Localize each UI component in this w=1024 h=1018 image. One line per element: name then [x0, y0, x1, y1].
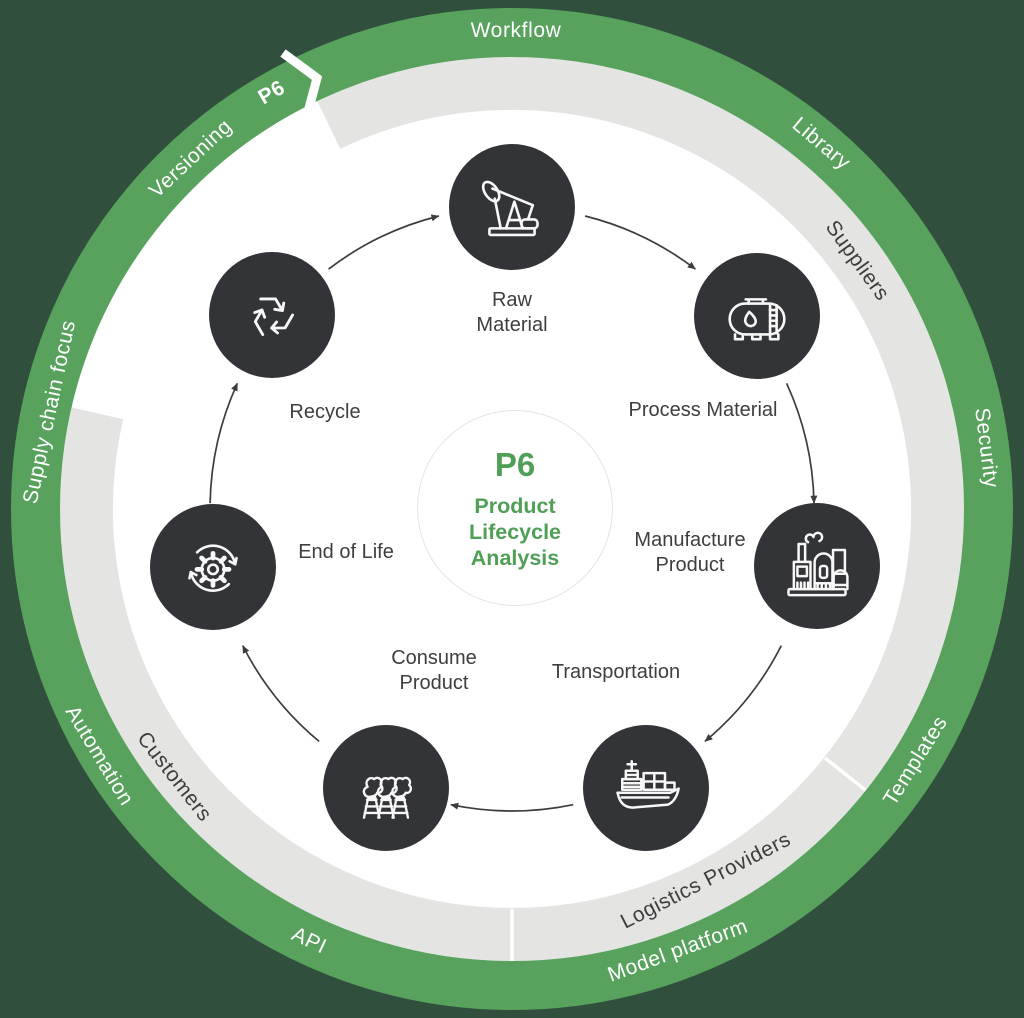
- flow-arrows: [209, 214, 818, 812]
- label-consume-product: Consume Product: [391, 647, 477, 694]
- node-recycle: [209, 252, 335, 378]
- center-title: Product Lifecycle Analysis: [468, 493, 562, 570]
- flow-arrow: [450, 802, 574, 812]
- label-process-material: Process Material: [628, 399, 778, 421]
- storage-tank-icon: [728, 298, 786, 341]
- label-raw-material: Raw Material: [476, 289, 548, 336]
- flow-arrow: [704, 645, 783, 743]
- flow-arrow: [584, 215, 696, 270]
- node-raw-material: [449, 144, 575, 270]
- recycle-icon: [249, 297, 294, 337]
- chevron-notch-icon: [280, 49, 323, 114]
- flow-arrow: [328, 214, 440, 270]
- label-end-of-life: End of Life: [298, 541, 394, 563]
- center-badge: P6: [494, 445, 536, 483]
- ring-label-workflow: Workflow: [470, 19, 562, 42]
- oil-pump-icon: [481, 180, 539, 237]
- node-end-of-life: [150, 504, 276, 630]
- outer-green-ring: [11, 8, 1013, 1010]
- label-transportation: Transportation: [551, 661, 681, 683]
- label-recycle: Recycle: [289, 401, 361, 423]
- label-manufacture-product: Manufacture Product: [634, 529, 746, 576]
- factory-icon: [787, 531, 849, 597]
- gear-cycle-icon: [188, 544, 238, 592]
- node-manufacture-product: [754, 503, 880, 629]
- gray-ring-divider: [823, 756, 867, 792]
- flow-arrow: [209, 382, 239, 504]
- node-consume-product: [323, 725, 449, 851]
- cargo-ship-icon: [616, 760, 680, 809]
- node-transportation: [583, 725, 709, 851]
- flow-arrow: [241, 645, 320, 743]
- cooling-towers-icon: [362, 776, 413, 819]
- center-title-circle: P6 Product Lifecycle Analysis: [417, 410, 613, 606]
- node-process-material: [694, 253, 820, 379]
- flow-arrow: [785, 382, 818, 504]
